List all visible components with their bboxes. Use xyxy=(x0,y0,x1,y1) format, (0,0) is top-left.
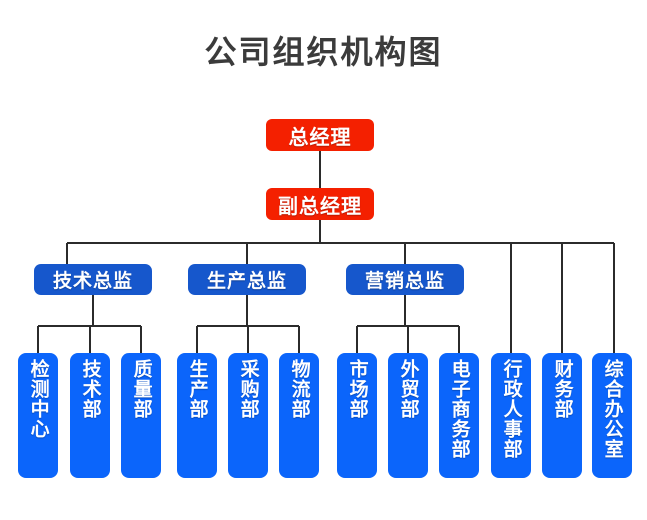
node-production-dept[interactable]: 生产部 xyxy=(177,353,217,478)
node-label: 市场部 xyxy=(346,359,369,419)
node-finance-dept[interactable]: 财务部 xyxy=(542,353,582,478)
node-quality-dept[interactable]: 质量部 xyxy=(121,353,161,478)
node-general-manager[interactable]: 总经理 xyxy=(266,119,374,151)
node-label: 行政人事部 xyxy=(500,359,523,459)
node-label: 采购部 xyxy=(237,359,260,419)
node-marketing-director[interactable]: 营销总监 xyxy=(346,264,464,295)
node-label: 总经理 xyxy=(288,124,352,149)
node-label: 副总经理 xyxy=(278,193,362,218)
node-label: 财务部 xyxy=(551,359,574,419)
node-label: 技术部 xyxy=(79,359,102,419)
node-label: 电子商务部 xyxy=(448,359,471,459)
node-administration-hr-dept[interactable]: 行政人事部 xyxy=(491,353,531,478)
node-purchasing-dept[interactable]: 采购部 xyxy=(228,353,268,478)
node-production-director[interactable]: 生产总监 xyxy=(188,264,306,295)
page-title: 公司组织机构图 xyxy=(204,33,443,71)
node-label: 外贸部 xyxy=(397,359,420,419)
node-label: 技术总监 xyxy=(52,270,133,292)
node-label: 物流部 xyxy=(288,359,311,419)
node-label: 质量部 xyxy=(130,359,153,419)
node-label: 检测中心 xyxy=(27,359,50,439)
node-logistics-dept[interactable]: 物流部 xyxy=(279,353,319,478)
node-inspection-center[interactable]: 检测中心 xyxy=(18,353,58,478)
node-ecommerce-dept[interactable]: 电子商务部 xyxy=(439,353,479,478)
node-general-office[interactable]: 综合办公室 xyxy=(592,353,632,478)
node-deputy-general-manager[interactable]: 副总经理 xyxy=(266,188,374,220)
node-foreign-trade-dept[interactable]: 外贸部 xyxy=(388,353,428,478)
node-label: 生产总监 xyxy=(206,270,287,292)
node-technology-dept[interactable]: 技术部 xyxy=(70,353,110,478)
node-market-dept[interactable]: 市场部 xyxy=(337,353,377,478)
node-label: 营销总监 xyxy=(364,270,445,292)
node-label: 综合办公室 xyxy=(601,359,624,459)
node-technical-director[interactable]: 技术总监 xyxy=(34,264,152,295)
node-label: 生产部 xyxy=(186,359,209,419)
